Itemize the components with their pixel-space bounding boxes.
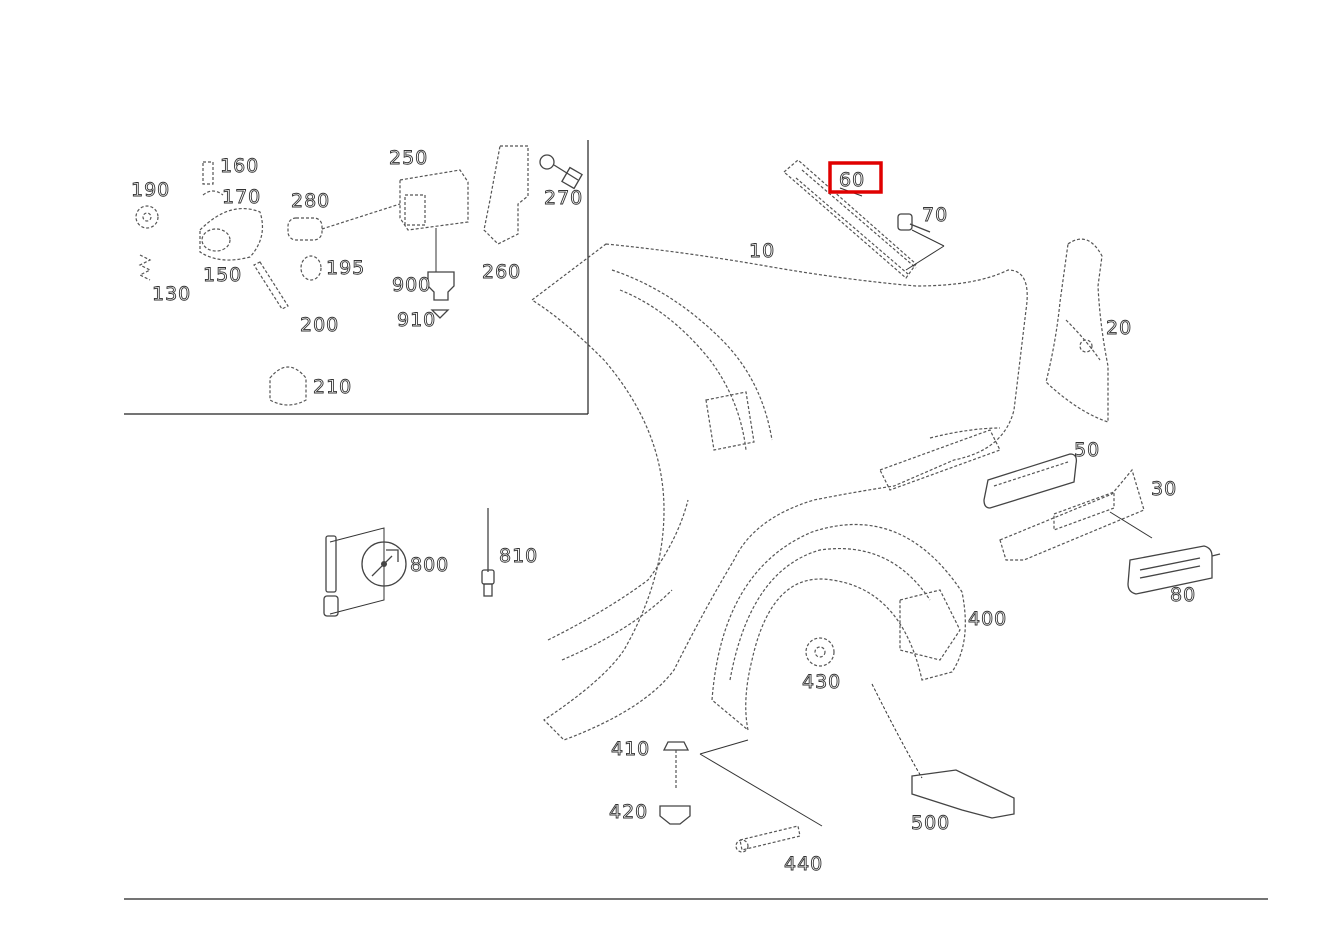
inset-frame <box>124 140 589 415</box>
label-270[interactable]: 270 <box>544 187 583 210</box>
label-30[interactable]: 30 <box>1151 478 1177 501</box>
part-30-mount <box>999 468 1153 561</box>
label-500[interactable]: 500 <box>911 812 950 835</box>
wrench-icon <box>381 561 387 567</box>
label-260[interactable]: 260 <box>482 261 521 284</box>
label-800[interactable]: 800 <box>410 554 449 577</box>
label-170[interactable]: 170 <box>222 186 261 209</box>
label-150[interactable]: 150 <box>203 264 242 287</box>
part-800-rivet <box>323 527 407 617</box>
part-500-block <box>871 683 1015 819</box>
part-440-screws <box>735 825 801 853</box>
label-70[interactable]: 70 <box>922 204 948 227</box>
part-410-420-fasteners <box>659 739 823 827</box>
quarter-panel <box>530 243 1028 741</box>
part-80-vent <box>1127 545 1221 595</box>
inset-parts <box>135 145 583 406</box>
label-400[interactable]: 400 <box>968 608 1007 631</box>
label-900[interactable]: 900 <box>392 274 431 297</box>
label-210[interactable]: 210 <box>313 376 352 399</box>
part-810-rivet <box>481 508 495 597</box>
part-70-bolt <box>897 213 945 271</box>
part-labels: 190 160 170 280 250 270 150 195 260 900 … <box>131 147 1196 876</box>
label-50[interactable]: 50 <box>1074 439 1100 462</box>
label-130[interactable]: 130 <box>152 283 191 306</box>
label-430[interactable]: 430 <box>802 671 841 694</box>
part-20-pillar <box>1045 238 1109 423</box>
label-420[interactable]: 420 <box>609 801 648 824</box>
label-20[interactable]: 20 <box>1106 317 1132 340</box>
label-60[interactable]: 60 <box>839 169 865 192</box>
label-410[interactable]: 410 <box>611 738 650 761</box>
label-195[interactable]: 195 <box>326 257 365 280</box>
label-160[interactable]: 160 <box>220 155 259 178</box>
label-10[interactable]: 10 <box>749 240 775 263</box>
label-440[interactable]: 440 <box>784 853 823 876</box>
label-810[interactable]: 810 <box>499 545 538 568</box>
label-80[interactable]: 80 <box>1170 584 1196 607</box>
part-50-seal <box>983 453 1078 509</box>
part-400-liner <box>711 524 966 732</box>
label-910[interactable]: 910 <box>397 309 436 332</box>
label-200[interactable]: 200 <box>300 314 339 337</box>
label-190[interactable]: 190 <box>131 179 170 202</box>
label-280[interactable]: 280 <box>291 190 330 213</box>
label-250[interactable]: 250 <box>389 147 428 170</box>
highlight-box <box>828 161 883 194</box>
part-430-nut <box>805 637 835 667</box>
